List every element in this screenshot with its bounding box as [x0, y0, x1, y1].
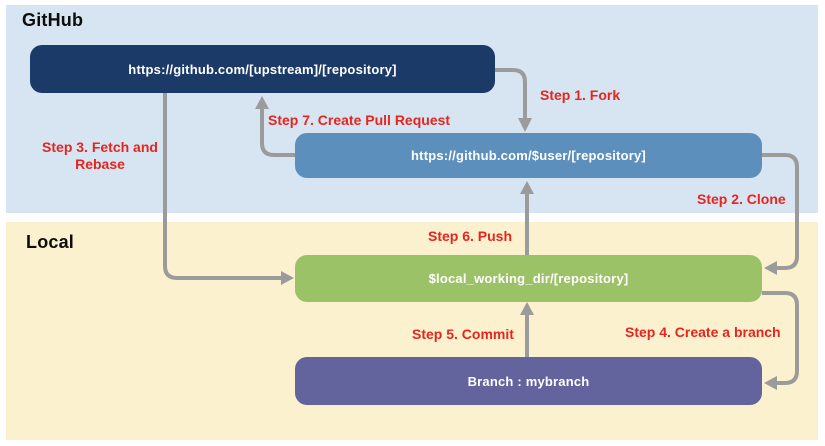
step-4-create-branch-label: Step 4. Create a branch	[625, 324, 781, 340]
local-region-title: Local	[26, 232, 75, 252]
github-region-title: GitHub	[22, 10, 84, 30]
node-branch-mybranch: Branch : mybranch	[295, 357, 762, 405]
step-2-clone-label: Step 2. Clone	[697, 191, 786, 207]
node-upstream-repo: https://github.com/[upstream]/[repositor…	[30, 45, 495, 93]
node-user-fork: https://github.com/$user/[repository]	[295, 133, 762, 178]
github-region-background	[6, 5, 818, 213]
step-6-push-label: Step 6. Push	[428, 228, 513, 244]
step-1-fork-label: Step 1. Fork	[540, 87, 621, 103]
node-local-working-dir: $local_working_dir/[repository]	[295, 255, 762, 302]
step-3-fetch-rebase-label: Step 3. Fetch and Rebase	[42, 139, 158, 172]
step-5-commit-label: Step 5. Commit	[412, 326, 514, 342]
step-7-create-pull-request-label: Step 7. Create Pull Request	[268, 112, 451, 128]
